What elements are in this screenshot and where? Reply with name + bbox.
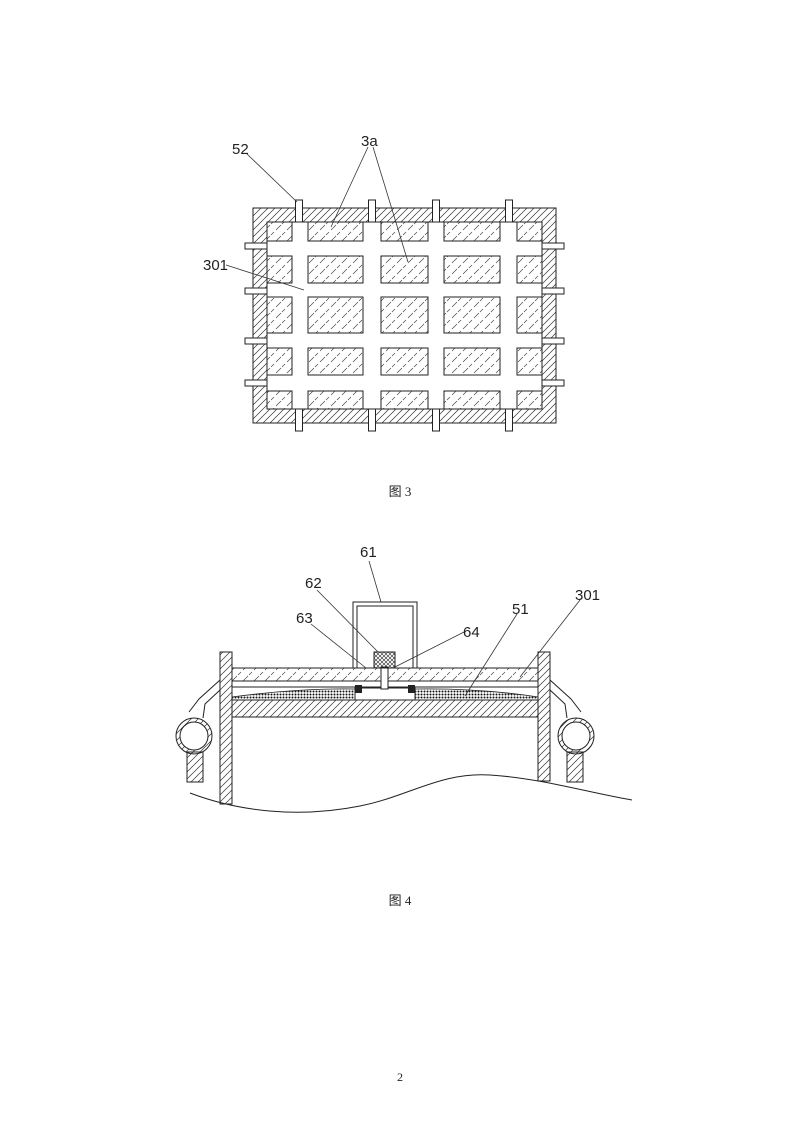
pin-right <box>541 379 565 387</box>
seal-right <box>408 685 415 693</box>
right-bracket-inner <box>549 689 568 719</box>
leader-62 <box>316 589 379 653</box>
grid-cell <box>266 390 293 410</box>
figure-4: 61 62 63 64 51 301 图 4 <box>175 544 633 908</box>
pin-top <box>295 199 303 223</box>
left-roller-core <box>179 721 209 751</box>
granular-layer-left <box>231 688 356 701</box>
leader-301 <box>225 264 305 291</box>
pin-left <box>244 287 268 295</box>
grid-cell <box>266 347 293 376</box>
pin-top <box>368 199 376 223</box>
pin-top <box>432 199 440 223</box>
grid-cell <box>443 255 501 284</box>
cell-grid <box>266 221 543 410</box>
grid-cell <box>443 347 501 376</box>
pins <box>244 199 565 432</box>
pin-left <box>244 379 268 387</box>
figure-3-caption: 图 3 <box>389 484 412 499</box>
grid-cell <box>266 221 293 242</box>
pin-right <box>541 337 565 345</box>
granular-layer-right <box>414 688 539 701</box>
pin-top <box>505 199 513 223</box>
right-bracket-leg <box>566 751 584 783</box>
figure-4-caption: 图 4 <box>389 893 412 908</box>
grid-cell <box>443 390 501 410</box>
label-51: 51 <box>512 601 529 618</box>
grid-cell <box>266 255 293 284</box>
label-64: 64 <box>463 624 480 641</box>
grid-cell <box>380 390 429 410</box>
label-3a: 3a <box>361 133 378 150</box>
pin-left <box>244 242 268 250</box>
leader-3a-left <box>330 146 369 228</box>
leader-51 <box>464 613 518 697</box>
label-63: 63 <box>296 610 313 627</box>
left-bracket-inner <box>202 689 221 719</box>
grid-cell <box>307 296 364 334</box>
grid-cell <box>516 255 543 284</box>
grid-cell <box>516 221 543 242</box>
left-bracket-leg <box>186 751 204 783</box>
pin-bottom <box>432 408 440 432</box>
housing-top-plate <box>231 699 539 718</box>
figure-3: 52 3a 301 图 3 <box>203 133 565 499</box>
grid-cell <box>516 347 543 376</box>
grid-cell <box>266 296 293 334</box>
grid-cell <box>516 390 543 410</box>
leader-63 <box>310 623 367 669</box>
grid-cell <box>380 347 429 376</box>
right-roller-core <box>561 721 591 751</box>
grid-cell <box>380 255 429 284</box>
leader-61 <box>368 560 382 603</box>
pin-bottom <box>368 408 376 432</box>
grid-cell <box>443 296 501 334</box>
grid-cell <box>307 347 364 376</box>
leader-301 <box>519 599 581 678</box>
grid-cell <box>307 390 364 410</box>
box-61-inner <box>356 605 414 668</box>
pin-left <box>244 337 268 345</box>
break-line <box>189 774 633 813</box>
stem <box>380 666 389 690</box>
leader-64 <box>392 630 467 669</box>
pin-bottom <box>505 408 513 432</box>
right-bracket-arm <box>549 679 582 713</box>
grid-cell <box>516 296 543 334</box>
leader-52 <box>245 152 298 203</box>
label-61: 61 <box>360 544 377 561</box>
pin-right <box>541 287 565 295</box>
label-301: 301 <box>575 587 600 604</box>
center-block <box>354 687 416 701</box>
grid-cell <box>307 255 364 284</box>
left-bracket-arm <box>188 679 221 713</box>
label-62: 62 <box>305 575 322 592</box>
grid-cell <box>380 221 429 242</box>
pin-bottom <box>295 408 303 432</box>
leader-3a-right <box>372 146 409 263</box>
left-wall <box>219 651 233 805</box>
grid-cell <box>307 221 364 242</box>
label-301: 301 <box>203 257 228 274</box>
grid-cell <box>443 221 501 242</box>
block-62 <box>373 651 396 669</box>
seal-left <box>355 685 362 693</box>
grid-cell <box>380 296 429 334</box>
pin-right <box>541 242 565 250</box>
right-wall <box>537 651 551 782</box>
box-61-outer <box>352 601 418 668</box>
page-number: 2 <box>397 1070 403 1084</box>
label-52: 52 <box>232 141 249 158</box>
